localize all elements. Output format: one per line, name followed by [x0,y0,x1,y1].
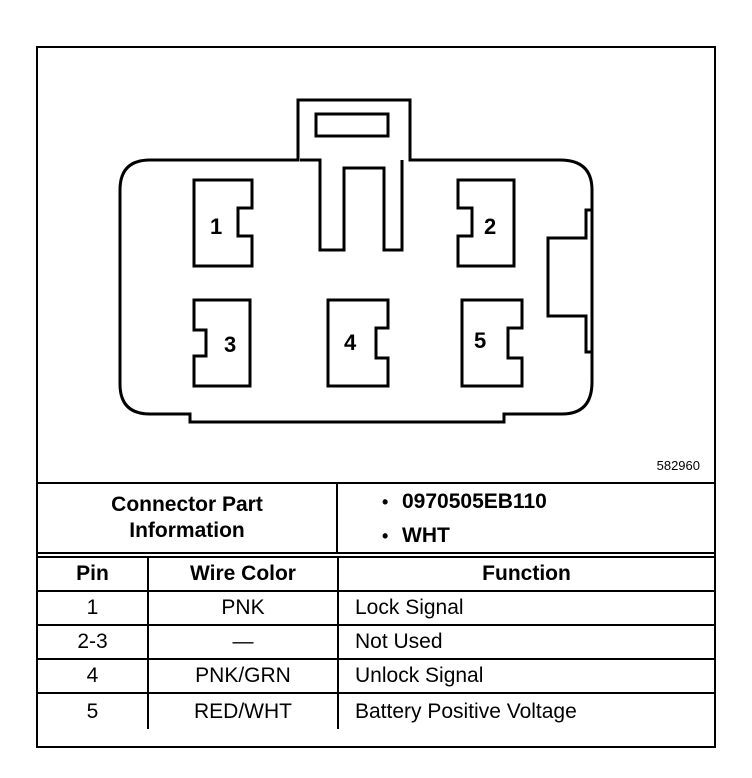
header-pin: Pin [38,556,149,592]
pin-cavity-4 [326,298,390,388]
header-wire-color: Wire Color [147,556,339,592]
latch-slot [314,112,390,138]
cell-function: Lock Signal [337,590,714,626]
cell-pin: 4 [38,658,149,694]
pin-label-5: 5 [474,328,486,353]
table-row: 1 PNK Lock Signal [38,590,714,626]
bullet-icon: • [382,525,389,546]
info-item-color: • WHT [382,524,450,548]
cell-wire-color: PNK [147,590,339,626]
connector-body-outline [118,98,594,424]
connector-key [546,208,592,354]
figure-id: 582960 [656,458,700,473]
cell-pin: 5 [38,692,149,729]
pin-cavity-3 [192,298,252,388]
pin-label-2: 2 [484,214,496,239]
connector-figure: 1 2 3 4 5 582960 Connector Part Informat… [36,46,716,748]
bullet-icon: • [382,491,389,512]
cell-function: Unlock Signal [337,658,714,694]
cell-wire-color: — [147,624,339,660]
pinout-table: Pin Wire Color Function 1 PNK Lock Signa… [38,556,714,729]
pin-cavity-5 [460,298,524,388]
part-number: 0970505EB110 [402,490,547,513]
info-item-part-number: • 0970505EB110 [382,490,547,514]
info-values: • 0970505EB110 • WHT [338,484,714,552]
pin-cavity-1 [192,178,254,268]
header-function: Function [337,556,714,592]
pin-label-1: 1 [210,214,222,239]
table-row: 4 PNK/GRN Unlock Signal [38,658,714,694]
cell-wire-color: RED/WHT [147,692,339,729]
info-label: Connector Part Information [38,484,338,552]
connector-diagram: 1 2 3 4 5 [118,98,594,424]
table-row: 2-3 — Not Used [38,624,714,660]
table-header-row: Pin Wire Color Function [38,556,714,592]
info-label-line2: Information [129,519,245,542]
latch-arm [300,158,404,252]
pin-label-4: 4 [344,330,357,355]
info-label-line1: Connector Part [111,493,263,516]
cell-pin: 1 [38,590,149,626]
cell-function: Not Used [337,624,714,660]
pin-label-3: 3 [224,332,236,357]
pin-cavity-2 [456,178,516,268]
table-row: 5 RED/WHT Battery Positive Voltage [38,692,714,729]
cell-function: Battery Positive Voltage [337,692,714,729]
cell-wire-color: PNK/GRN [147,658,339,694]
connector-color: WHT [402,524,450,547]
cell-pin: 2-3 [38,624,149,660]
connector-part-info: Connector Part Information • 0970505EB11… [38,482,714,554]
